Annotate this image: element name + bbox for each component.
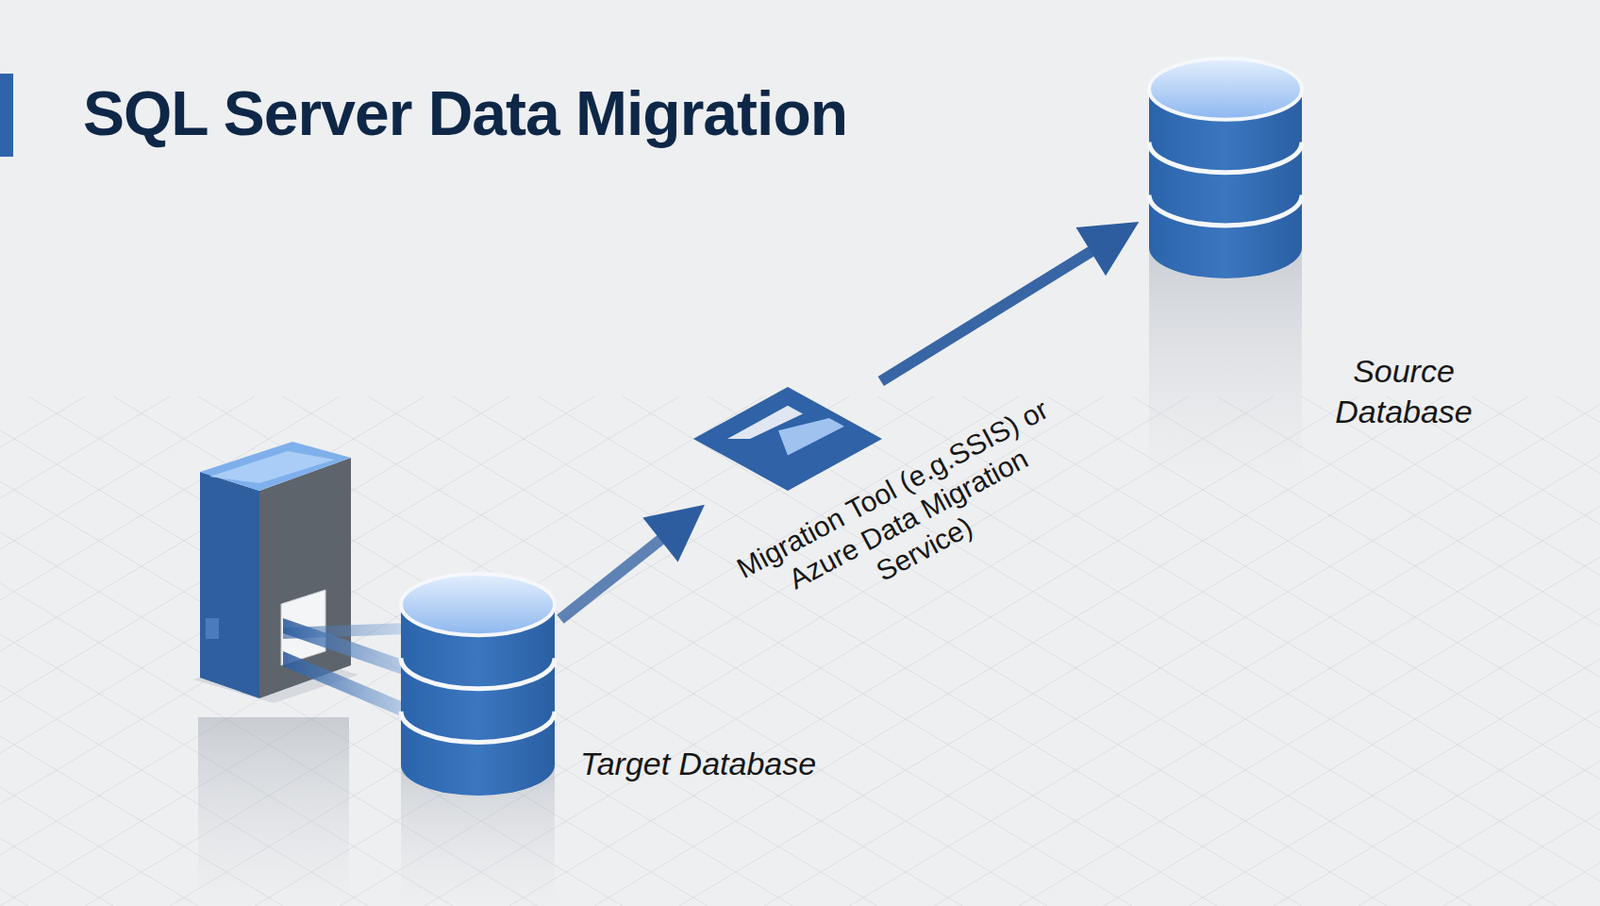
source-database: Source Database (1149, 58, 1302, 279)
cylinder-band (1149, 195, 1302, 226)
cylinder-band (1149, 141, 1302, 172)
server-top-light (209, 450, 335, 484)
database-cylinder (1149, 58, 1302, 279)
cylinder-band (400, 711, 555, 743)
node-label: Target Database (580, 743, 817, 784)
title-bar (0, 73, 14, 157)
grid-line (1047, 396, 1600, 906)
tool-shape (693, 386, 883, 491)
grid-line (1301, 396, 1600, 906)
grid-line (0, 396, 595, 906)
grid-line (1443, 396, 1600, 906)
grid-line (0, 396, 708, 906)
grid-line (0, 396, 114, 906)
grid-line (0, 396, 623, 906)
server-tower (193, 441, 359, 703)
database-cylinder (400, 573, 555, 796)
server-top (200, 441, 351, 491)
grid-line (0, 396, 680, 906)
grid-line (1358, 396, 1600, 906)
cylinder-band (400, 657, 555, 689)
server-port (205, 617, 219, 639)
grid-line (0, 396, 453, 906)
server-reflection (198, 716, 350, 906)
grid-line (1471, 396, 1600, 906)
link-strip (283, 650, 406, 718)
grid-line (0, 396, 368, 906)
target-database: Target Database (400, 573, 555, 796)
grid-line (0, 396, 425, 906)
server-front (200, 471, 260, 699)
grid-line (1528, 396, 1600, 906)
node-label: Source Database (1309, 350, 1499, 432)
cylinder-top (400, 573, 555, 635)
migration-tool: Migration Tool (e.g.SSIS) or Azure Data … (693, 386, 883, 491)
grid-line (1386, 396, 1600, 906)
server-links (283, 617, 406, 718)
grid-line (0, 396, 29, 906)
link-strip (283, 622, 406, 639)
tool-icon (693, 386, 883, 491)
grid-line (0, 396, 199, 906)
flow-arrow (560, 515, 692, 619)
flow-arrow (881, 231, 1125, 382)
tool-mark (778, 417, 845, 456)
grid-line (1018, 396, 1600, 906)
grid-line (0, 396, 793, 906)
cylinder-top (1149, 58, 1302, 120)
title: SQL Server Data Migration (83, 77, 848, 150)
grid-line (1556, 396, 1600, 906)
grid-line (1273, 396, 1600, 906)
